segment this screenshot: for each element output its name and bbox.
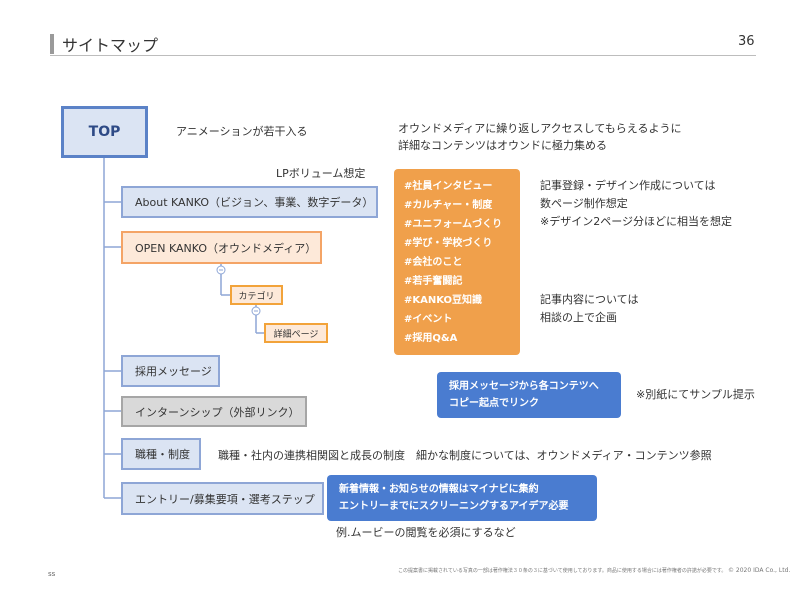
tag-item[interactable]: #若手奮闘記 [404,276,463,287]
node-detail-page-label: 詳細ページ [273,329,319,340]
page-title: サイトマップ [62,36,159,55]
callout-recruit-copy: 採用メッセージから各コンテツへ コピー起点でリンク [437,372,621,418]
callout-news: 新着情報・お知らせの情報はマイナビに集約 エントリーまでにスクリーニングするアイ… [327,475,597,521]
node-top-label: TOP [88,124,121,140]
note-content-line2: 相談の上で企画 [540,311,617,324]
tag-item[interactable]: #社員インタビュー [404,181,493,192]
footer-notice-text: この提案書に掲載されている写真の一部は著作権法３０条の３に基づいて使用しておりま… [398,568,727,574]
footer-notice: この提案書に掲載されている写真の一部は著作権法３０条の３に基づいて使用しておりま… [398,567,790,574]
tag-list-panel: #社員インタビュー #カルチャー・制度 #ユニフォームづくり #学び・学校づくり… [394,169,520,355]
node-top[interactable]: TOP [61,106,148,158]
node-open-kanko-label: OPEN KANKO（オウンドメディア） [135,241,317,255]
note-example: 例.ムービーの閲覧を必須にするなど [336,526,516,539]
node-open-kanko[interactable]: OPEN KANKO（オウンドメディア） [121,231,322,264]
note-content-line1: 記事内容については [540,293,639,306]
node-recruit-message[interactable]: 採用メッセージ [121,355,220,387]
callout-news-line2: エントリーまでにスクリーニングするアイデア必要 [339,501,569,512]
note-article-line1: 記事登録・デザイン作成については [540,179,716,192]
note-separate-sample: ※別紙にてサンプル提示 [636,388,755,401]
node-entry[interactable]: エントリー/募集要項・選考ステップ [121,482,324,515]
tag-item[interactable]: #カルチャー・制度 [404,200,493,211]
footer-copyright: © 2020 IDA Co., Ltd. [728,567,791,574]
tag-item[interactable]: #採用Q&A [404,333,458,344]
tag-item[interactable]: #ユニフォームづくり [404,219,503,230]
tag-item[interactable]: #会社のこと [404,257,463,268]
title-accent-bar [50,34,54,54]
callout-recruit-line2: コピー起点でリンク [449,398,539,409]
page-number: 36 [738,34,755,49]
callout-recruit-line1: 採用メッセージから各コンテツへ [449,381,599,392]
tag-item[interactable]: #イベント [404,314,453,325]
node-internship-label: インターンシップ（外部リンク） [135,405,300,419]
note-article-line3: ※デザイン2ページ分ほどに相当を想定 [540,215,732,228]
note-owned-line1: オウンドメディアに繰り返しアクセスしてもらえるように [398,122,682,135]
node-about-kanko[interactable]: About KANKO（ビジョン、事業、数字データ） [121,186,378,218]
note-article-line2: 数ページ制作想定 [540,197,628,210]
node-category-label: カテゴリ [238,291,275,302]
node-detail-page[interactable]: 詳細ページ [264,323,328,343]
note-jobs: 職種・社内の連携相関図と成長の制度 細かな制度については、オウンドメディア・コン… [218,449,712,462]
callout-news-line1: 新着情報・お知らせの情報はマイナビに集約 [339,484,539,495]
footer-left-mark: ss [48,570,56,578]
note-owned-line2: 詳細なコンテンツはオウンドに極力集める [398,139,607,152]
node-recruit-message-label: 採用メッセージ [135,365,212,378]
node-entry-label: エントリー/募集要項・選考ステップ [135,492,315,506]
note-lp-volume: LPボリューム想定 [276,167,366,180]
note-animation: アニメーションが若干入る [176,125,308,138]
node-jobs[interactable]: 職種・制度 [121,438,201,470]
tag-item[interactable]: #KANKO豆知識 [404,295,483,306]
title-divider [50,55,756,56]
node-internship[interactable]: インターンシップ（外部リンク） [121,396,307,427]
node-jobs-label: 職種・制度 [135,448,190,461]
tag-item[interactable]: #学び・学校づくり [404,238,493,249]
node-category[interactable]: カテゴリ [230,285,283,305]
node-about-kanko-label: About KANKO（ビジョン、事業、数字データ） [135,196,374,209]
